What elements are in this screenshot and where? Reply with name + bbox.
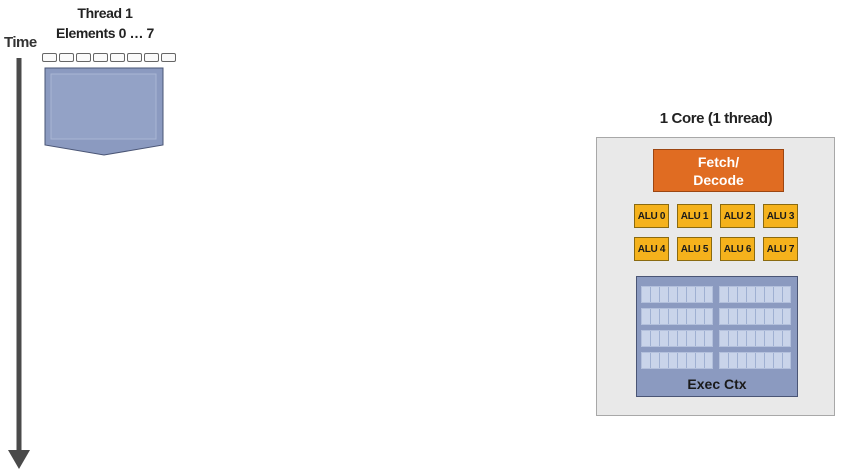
thread-element-cell [127, 53, 142, 62]
alu-2: ALU 2 [720, 204, 755, 228]
thread-elements-label: Elements 0 … 7 [56, 25, 154, 41]
exec-ctx-register-block [719, 286, 791, 303]
exec-ctx-register-block [641, 308, 713, 325]
fetch-decode-unit: Fetch/ Decode [653, 149, 784, 192]
exec-ctx-register-block [719, 308, 791, 325]
core-title: 1 Core (1 thread) [659, 110, 773, 127]
fetch-decode-label-line2: Decode [693, 171, 744, 188]
thread-instruction-block [44, 67, 164, 156]
exec-ctx-block: Exec Ctx [636, 276, 798, 397]
alu-0: ALU 0 [634, 204, 669, 228]
time-axis-arrow [8, 58, 30, 469]
alu-3: ALU 3 [763, 204, 798, 228]
alu-5: ALU 5 [677, 237, 712, 261]
thread-element-cell [59, 53, 74, 62]
thread-element-cell [42, 53, 57, 62]
fetch-decode-label-line1: Fetch/ [697, 153, 740, 170]
exec-ctx-register-block [641, 352, 713, 369]
thread-element-cell [161, 53, 176, 62]
thread-element-cell [144, 53, 159, 62]
alu-4: ALU 4 [634, 237, 669, 261]
exec-ctx-label: Exec Ctx [687, 376, 747, 392]
alu-1: ALU 1 [677, 204, 712, 228]
thread-title: Thread 1 [77, 5, 133, 21]
time-axis-arrowhead [8, 450, 30, 469]
time-label: Time [4, 34, 37, 51]
thread-element-cell [76, 53, 91, 62]
exec-ctx-register-block [641, 330, 713, 347]
exec-ctx-register-block [641, 286, 713, 303]
alu-6: ALU 6 [720, 237, 755, 261]
thread-block-inner [50, 73, 157, 140]
exec-ctx-register-block [719, 330, 791, 347]
thread-elements-row [42, 53, 176, 62]
thread-element-cell [93, 53, 108, 62]
exec-ctx-register-block [719, 352, 791, 369]
alu-7: ALU 7 [763, 237, 798, 261]
exec-ctx-register-grid [641, 286, 793, 369]
thread-element-cell [110, 53, 125, 62]
